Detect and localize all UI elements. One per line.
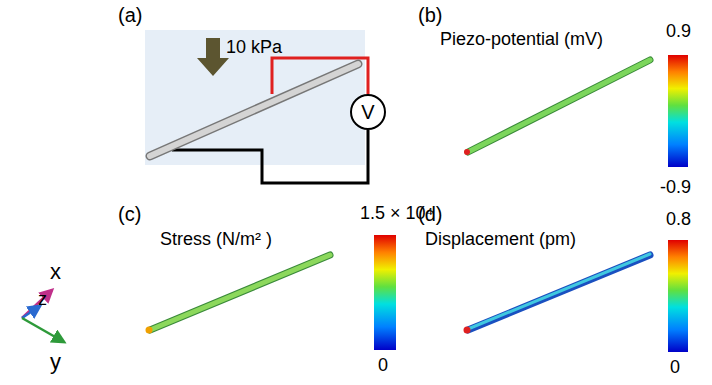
x-axis (22, 290, 52, 318)
nanowire (150, 64, 358, 156)
colorbar (668, 55, 688, 167)
axis-label: z (38, 290, 47, 310)
pressure-label: 10 kPa (226, 38, 282, 58)
z-axis (22, 306, 40, 318)
scale-min: 0 (670, 358, 680, 378)
scale-min: 0 (378, 356, 388, 376)
nanowire-displacement (468, 255, 650, 330)
colorbar (668, 240, 688, 352)
nanowire-potential (468, 60, 650, 152)
panel-title: Displacement (pm) (425, 230, 576, 250)
panel-letter: (d) (418, 203, 442, 225)
scale-max: 0.8 (666, 210, 691, 230)
substrate (145, 30, 365, 165)
voltmeter-circle: V (350, 94, 386, 130)
nanowire-stress (150, 255, 330, 330)
panel-title: Stress (N/m² ) (160, 230, 272, 250)
scale-max: 0.9 (666, 22, 691, 42)
panel-letter: (c) (118, 203, 141, 225)
axis-label: x (50, 260, 61, 284)
scale-min: -0.9 (660, 178, 691, 198)
node-text: V (361, 101, 374, 124)
panel-letter: (a) (118, 4, 142, 26)
displacement-end (464, 327, 471, 334)
nanowire-potential-fill (468, 60, 650, 152)
stress-end (146, 327, 153, 334)
nanowire-highlight (150, 64, 358, 156)
nanowire-displacement-fill (468, 254, 650, 329)
panel-title: Piezo-potential (mV) (440, 30, 603, 50)
panel-letter: (b) (418, 4, 442, 26)
axis-label: y (50, 350, 61, 374)
force-arrow (197, 38, 229, 76)
colorbar (374, 235, 396, 350)
nanowire-stress-fill (150, 255, 330, 330)
potential-end (464, 149, 470, 155)
y-axis (22, 318, 64, 342)
